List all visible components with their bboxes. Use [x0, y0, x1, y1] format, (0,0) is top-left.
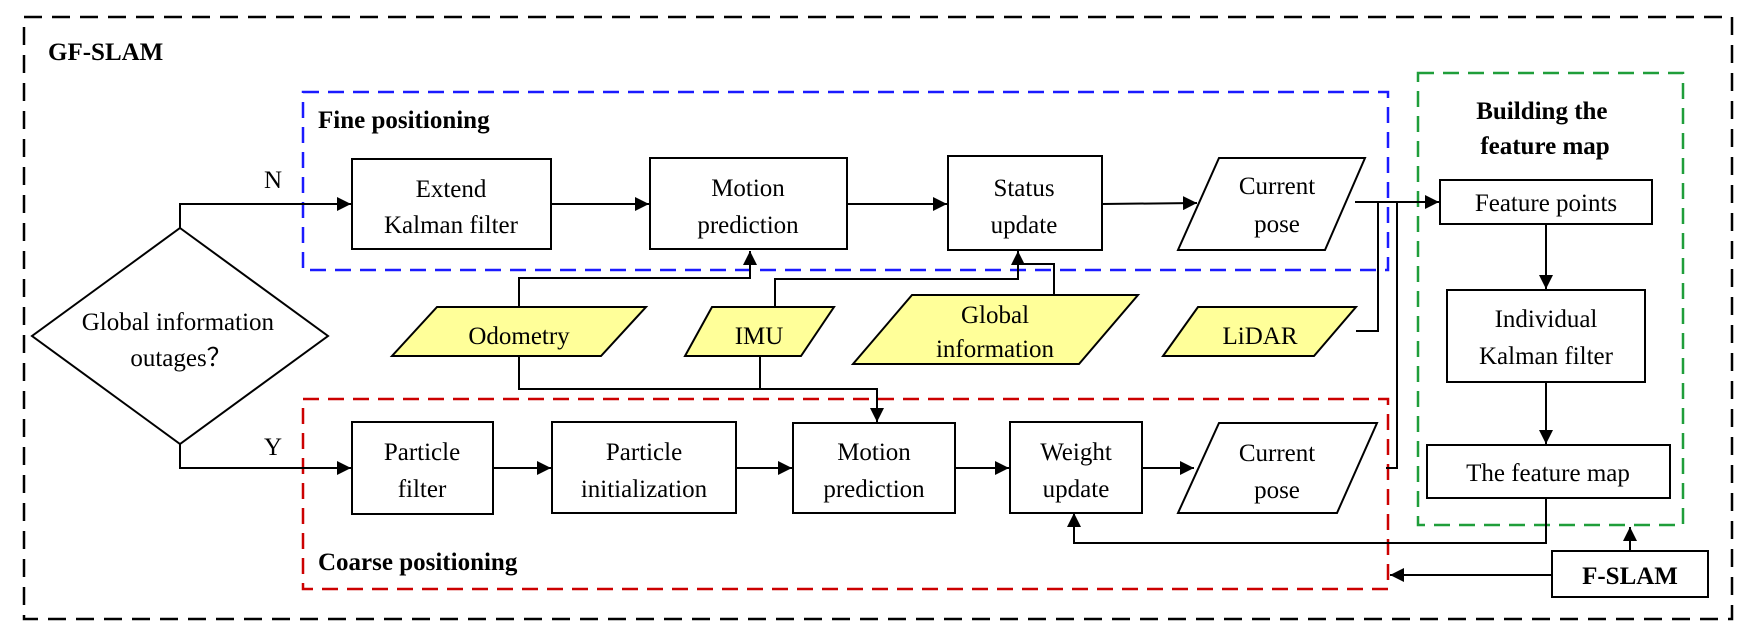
gf-slam-region: [22, 15, 1734, 621]
coarse-positioning-region: [301, 397, 1390, 591]
map-to-weight-arrow: [1067, 498, 1547, 544]
decision-diamond: Global information outages？: [30, 226, 330, 446]
feature-map-box: The feature map: [1426, 444, 1671, 499]
yes-label: Y: [264, 434, 282, 461]
odometry-to-coarse-motion-arrow: [518, 356, 884, 422]
svg-text:The feature map: The feature map: [1466, 460, 1630, 487]
feature-points-box: Feature points: [1439, 179, 1653, 225]
odometry-to-motion-arrow: [518, 251, 757, 306]
imu-input: IMU: [683, 306, 836, 357]
svg-text:IMU: IMU: [735, 323, 784, 350]
svg-text:Feature points: Feature points: [1475, 190, 1617, 217]
svg-text:F-SLAM: F-SLAM: [1582, 563, 1678, 590]
coarse-pose-line: [1386, 202, 1398, 469]
global-to-status-arrow: [1011, 251, 1055, 294]
svg-text:Odometry: Odometry: [468, 323, 570, 350]
lidar-input: LiDAR: [1161, 306, 1359, 357]
svg-text:LiDAR: LiDAR: [1223, 323, 1298, 350]
status-to-pose-arrow: [1101, 196, 1198, 211]
lidar-line: [1356, 202, 1379, 332]
yes-branch-arrow: [179, 444, 351, 475]
no-branch-arrow: [179, 197, 351, 228]
fine-positioning-region: [301, 90, 1390, 272]
f-slam-box: F-SLAM: [1551, 550, 1709, 598]
no-label: N: [264, 167, 282, 194]
odometry-input: Odometry: [389, 306, 649, 357]
connectors: [179, 195, 1637, 582]
coarse-positioning-label: Coarse positioning: [318, 549, 518, 576]
feature-map-region: [1416, 71, 1685, 527]
decision-label: Global information outages？: [82, 309, 281, 372]
feature-map-region-label: Building the feature map: [1476, 98, 1614, 160]
gf-slam-title: GF-SLAM: [48, 39, 163, 66]
fine-positioning-label: Fine positioning: [318, 107, 490, 134]
